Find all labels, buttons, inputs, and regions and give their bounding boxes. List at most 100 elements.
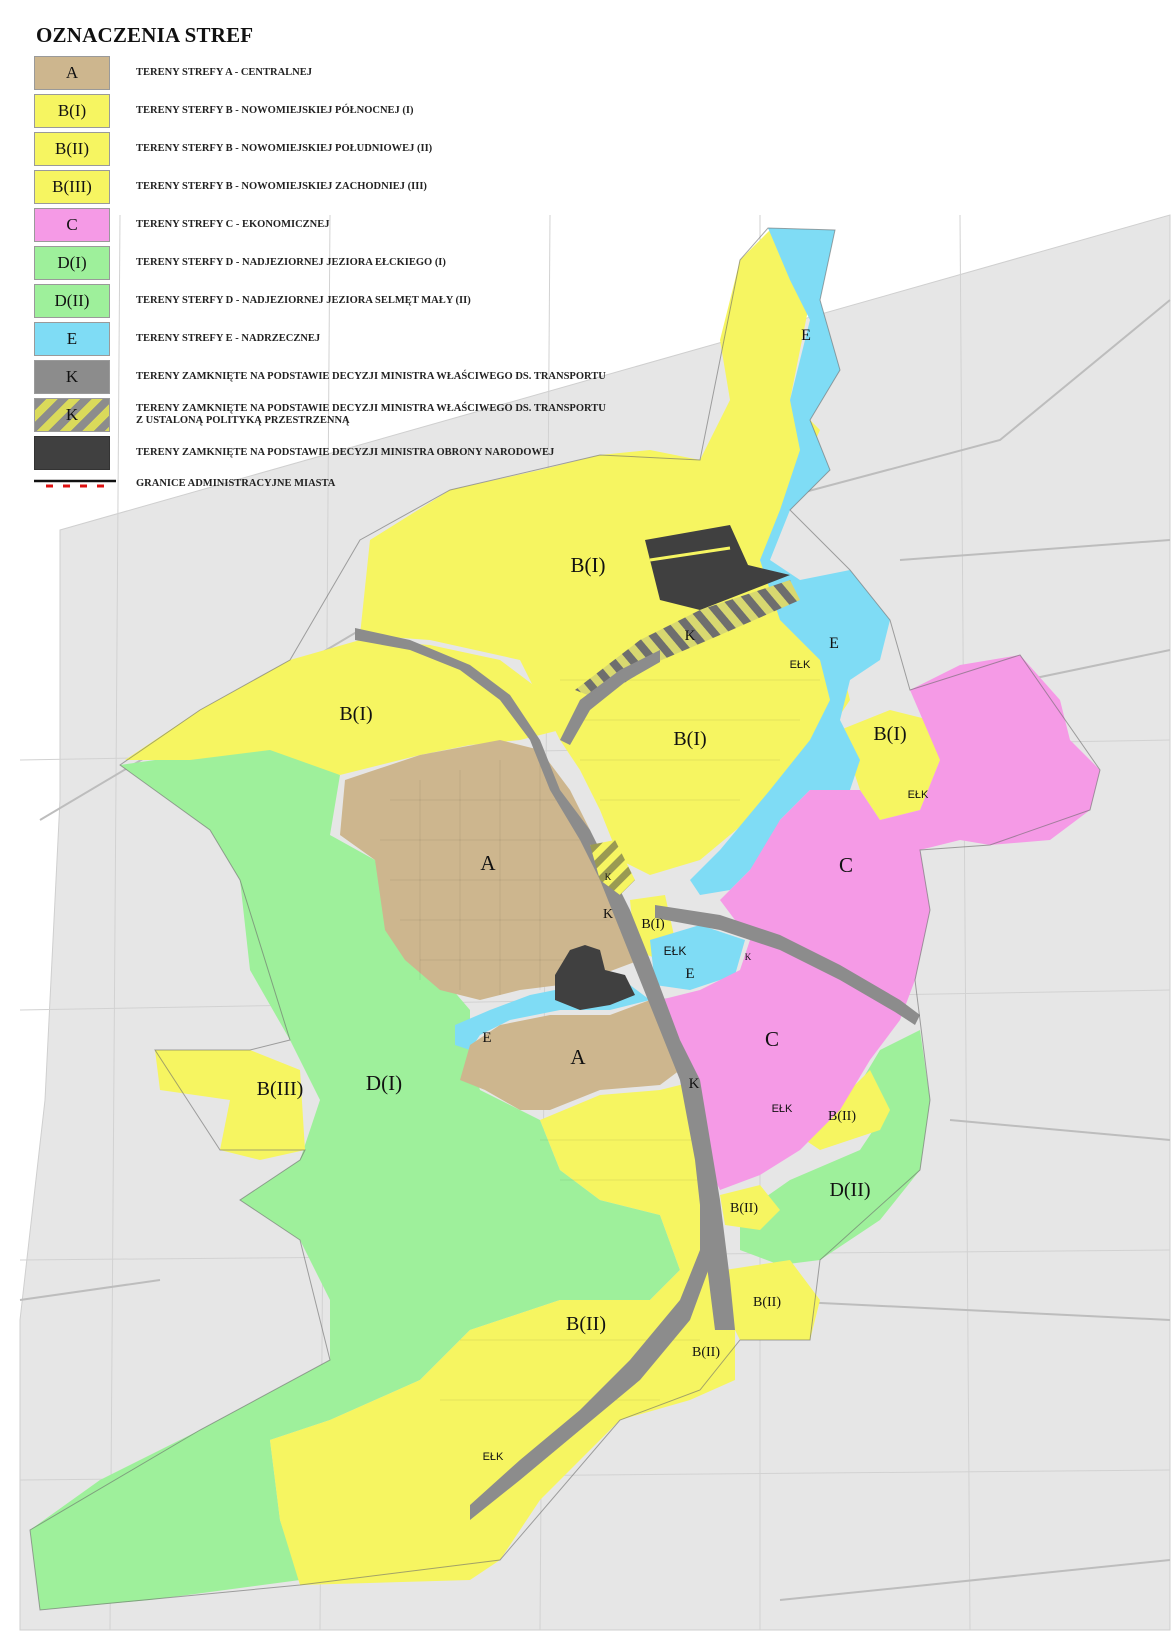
legend-swatch-boundary [34, 477, 116, 491]
label-a-north: A [480, 851, 496, 875]
legend-item-military: TERENY ZAMKNIĘTE NA PODSTAWIE DECYZJI MI… [34, 434, 654, 472]
legend-code: A [65, 63, 79, 82]
legend-code: D(I) [57, 253, 87, 272]
legend-label-line1: TERENY ZAMKNIĘTE NA PODSTAWIE DECYZJI MI… [136, 403, 606, 414]
legend-item-b1: B(I) TERENY STERFY B - NOWOMIEJSKIEJ PÓŁ… [34, 92, 654, 130]
label-d2: D(II) [829, 1179, 870, 1201]
zone-b3 [155, 1050, 305, 1160]
label-b2-small: B(II) [692, 1345, 720, 1360]
legend-swatch-k: K [34, 360, 110, 394]
zone-b2-main [270, 1080, 735, 1585]
label-elk-5: EŁK [483, 1451, 504, 1463]
label-b1-east: B(I) [873, 723, 906, 745]
legend-swatch-d2: D(II) [34, 284, 110, 318]
legend-label: TERENY STREFY A - CENTRALNEJ [136, 67, 313, 78]
zone-military-center [555, 945, 635, 1010]
label-c-south: C [765, 1027, 779, 1051]
legend-swatch-b3: B(III) [34, 170, 110, 204]
legend-code: K [65, 405, 79, 424]
legend-code: D(II) [54, 291, 90, 310]
label-b2-east2: B(II) [730, 1201, 758, 1216]
zone-b1-west [125, 640, 560, 775]
legend-label: GRANICE ADMINISTRACYJNE MIASTA [136, 478, 336, 489]
label-b1-small: B(I) [641, 917, 665, 932]
legend-label: TERENY ZAMKNIĘTE NA PODSTAWIE DECYZJI MI… [136, 403, 606, 427]
label-e-west: E [482, 1030, 491, 1046]
zone-e-north [690, 228, 890, 895]
legend-label: TERENY STERFY B - NOWOMIEJSKIEJ POŁUDNIO… [136, 143, 433, 154]
legend-swatch-e: E [34, 322, 110, 356]
zone-b2-small [685, 1320, 730, 1390]
zone-military-north [645, 525, 790, 610]
legend-label: TERENY STERFY B - NOWOMIEJSKIEJ ZACHODNI… [136, 181, 427, 192]
label-c-north: C [839, 853, 853, 877]
legend-swatch-b1: B(I) [34, 94, 110, 128]
label-b1-center: B(I) [673, 728, 706, 750]
urban-texture [380, 679, 820, 1401]
label-k-small: K [745, 952, 752, 962]
label-elk-3: EŁK [664, 944, 687, 958]
legend-code: B(I) [57, 101, 87, 120]
zone-k-railway-main [355, 628, 735, 1330]
legend-label: TERENY ZAMKNIĘTE NA PODSTAWIE DECYZJI MI… [136, 371, 606, 382]
map-labels: B(I) K E E EŁK B(I) B(I) B(I) EŁK A K K … [257, 327, 929, 1463]
legend-swatch-b2: B(II) [34, 132, 110, 166]
zone-a-south [460, 1000, 680, 1110]
legend-item-k-hatched: K TERENY ZAMKNIĘTE NA PODSTAWIE DECYZJI … [34, 396, 654, 434]
legend-item-boundary: GRANICE ADMINISTRACYJNE MIASTA [34, 472, 654, 496]
city-boundary [29, 227, 1101, 1611]
zone-d2 [740, 1030, 930, 1265]
zone-c [660, 655, 1100, 1190]
zone-k-railway-south [470, 1200, 718, 1520]
label-e-center: E [685, 966, 694, 982]
label-b2-main: B(II) [566, 1313, 606, 1335]
label-k-north: K [685, 628, 696, 644]
legend-label: TERENY STERFY B - NOWOMIEJSKIEJ PÓŁNOCNE… [136, 105, 414, 116]
legend-swatch-k-hatched: K [34, 398, 110, 432]
legend-item-b2: B(II) TERENY STERFY B - NOWOMIEJSKIEJ PO… [34, 130, 654, 168]
label-d1: D(I) [366, 1071, 402, 1095]
label-elk-4: EŁK [772, 1103, 793, 1115]
zone-k-railway-east [655, 905, 920, 1025]
legend-code: B(III) [52, 177, 92, 196]
legend-code: C [66, 215, 78, 234]
label-b1-north: B(I) [571, 553, 606, 577]
legend-code: B(II) [55, 139, 89, 158]
label-e-north: E [829, 635, 839, 652]
zone-b2-east2 [720, 1185, 780, 1230]
legend-label: TERENY STREFY C - EKONOMICZNEJ [136, 219, 330, 230]
legend-label-line2: Z USTALONĄ POLITYKĄ PRZESTRZENNĄ [136, 415, 350, 426]
legend-item-b3: B(III) TERENY STERFY B - NOWOMIEJSKIEJ Z… [34, 168, 654, 206]
zone-b1-north [360, 230, 850, 875]
zone-military-north-gap [649, 546, 731, 562]
label-e-north-top: E [801, 327, 811, 344]
label-b2-east1: B(II) [828, 1109, 856, 1124]
zone-k-station [590, 840, 635, 895]
legend-swatch-a: A [34, 56, 110, 90]
zone-b1-east [840, 710, 940, 820]
legend-item-d1: D(I) TERENY STERFY D - NADJEZIORNEJ JEZI… [34, 244, 654, 282]
label-k-station-b: K [603, 907, 613, 922]
legend-label: TERENY STERFY D - NADJEZIORNEJ JEZIORA E… [136, 257, 446, 268]
zone-d1 [30, 745, 680, 1610]
legend-label: TERENY STREFY E - NADRZECZNEJ [136, 333, 321, 344]
zone-e-center [650, 925, 745, 990]
legend-swatch-d1: D(I) [34, 246, 110, 280]
label-b3: B(III) [257, 1078, 304, 1100]
zone-k-railway-ne [560, 650, 660, 745]
label-elk-1: EŁK [790, 659, 811, 671]
legend-item-k: K TERENY ZAMKNIĘTE NA PODSTAWIE DECYZJI … [34, 358, 654, 396]
legend-swatch-c: C [34, 208, 110, 242]
legend-item-c: C TERENY STREFY C - EKONOMICZNEJ [34, 206, 654, 244]
boundary-line-icon [34, 479, 116, 488]
label-k-south: K [689, 1076, 700, 1092]
label-elk-2: EŁK [908, 789, 929, 801]
label-a-south: A [570, 1045, 586, 1069]
legend-label: TERENY ZAMKNIĘTE NA PODSTAWIE DECYZJI MI… [136, 447, 555, 458]
map-legend: OZNACZENIA STREF A TERENY STREFY A - CEN… [34, 22, 654, 496]
legend-label: TERENY STERFY D - NADJEZIORNEJ JEZIORA S… [136, 295, 471, 306]
label-b1-west: B(I) [339, 703, 372, 725]
label-k-station-a: K [605, 872, 612, 882]
legend-title: OZNACZENIA STREF [36, 23, 254, 47]
